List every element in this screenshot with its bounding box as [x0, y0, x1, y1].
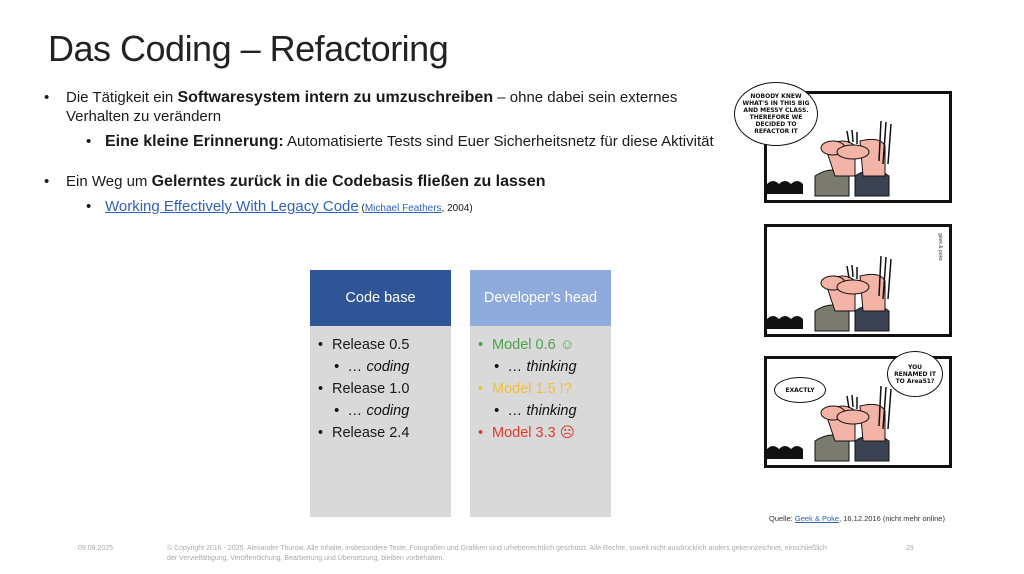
- codebase-item: … coding: [318, 400, 451, 422]
- footer-page-number: 29: [906, 545, 914, 552]
- developer-item-model-0-6: Model 0.6 ☺: [478, 334, 611, 356]
- bullet-learning-back: Ein Weg um Gelerntes zurück in die Codeb…: [44, 172, 724, 191]
- sub-bullet-reminder: Eine kleine Erinnerung: Automatisierte T…: [44, 132, 724, 151]
- developer-box: Developer’s head Model 0.6 ☺ … thinking …: [470, 270, 611, 517]
- source-caption: Quelle: Geek & Poke, 16.12.2016 (nicht m…: [769, 514, 945, 523]
- sub-bullet-book: Working Effectively With Legacy Code (Mi…: [44, 197, 724, 218]
- speech-bubble-panel-1: NOBODY KNEW WHAT'S IN THIS BIG AND MESSY…: [734, 82, 818, 146]
- codebase-header: Code base: [310, 270, 451, 326]
- bullet-text: Die Tätigkeit ein: [66, 89, 178, 106]
- developer-item: … thinking: [478, 400, 611, 422]
- comic-signature: geek & poke: [937, 233, 943, 261]
- footer-copyright: © Copyright 2016 - 2025, Alexander Thuro…: [167, 545, 827, 562]
- developer-item: … thinking: [478, 356, 611, 378]
- bullet-bold: Gelerntes zurück in die Codebasis fließe…: [151, 173, 546, 190]
- year-text: , 2004): [441, 203, 473, 214]
- author-link[interactable]: Michael Feathers: [364, 203, 442, 214]
- sub-bullet-text: Automatisierte Tests sind Euer Sicherhei…: [283, 133, 714, 150]
- bullet-refactoring-definition: Die Tätigkeit ein Softwaresystem intern …: [44, 88, 724, 126]
- codebase-item: Release 0.5: [318, 334, 451, 356]
- comic-figures-image: [767, 255, 892, 332]
- developer-header: Developer’s head: [470, 270, 611, 326]
- source-label: Quelle:: [769, 514, 795, 523]
- source-link[interactable]: Geek & Poke: [794, 514, 840, 523]
- source-rest: , 16.12.2016 (nicht mehr online): [839, 514, 945, 523]
- paren: (: [358, 203, 365, 214]
- bullet-text: Ein Weg um: [66, 173, 152, 190]
- developer-item-model-3-3: Model 3.3 ☹: [478, 422, 611, 444]
- bullet-list: Die Tätigkeit ein Softwaresystem intern …: [44, 88, 724, 218]
- codebase-box: Code base Release 0.5 … coding Release 1…: [310, 270, 451, 517]
- bullet-text: – ohne dabei sein externes Verhalten zu …: [66, 89, 678, 125]
- comic-panel-2: geek & poke: [764, 224, 952, 337]
- footer-date: 09.09.2025: [78, 545, 114, 552]
- codebase-item: … coding: [318, 356, 451, 378]
- speech-bubble-renamed: YOU RENAMED IT TO Area51?: [887, 351, 943, 397]
- developer-item-model-1-5: Model 1.5 !?: [478, 378, 611, 400]
- speech-bubble-exactly: EXACTLY: [774, 377, 826, 403]
- bullet-bold: Softwaresystem intern zu umzuschreiben: [177, 89, 494, 106]
- codebase-item: Release 1.0: [318, 378, 451, 400]
- codebase-item: Release 2.4: [318, 422, 451, 444]
- slide-title: Das Coding – Refactoring: [48, 28, 449, 69]
- sub-bullet-bold: Eine kleine Erinnerung:: [105, 133, 284, 150]
- book-link[interactable]: Working Effectively With Legacy Code: [105, 198, 359, 215]
